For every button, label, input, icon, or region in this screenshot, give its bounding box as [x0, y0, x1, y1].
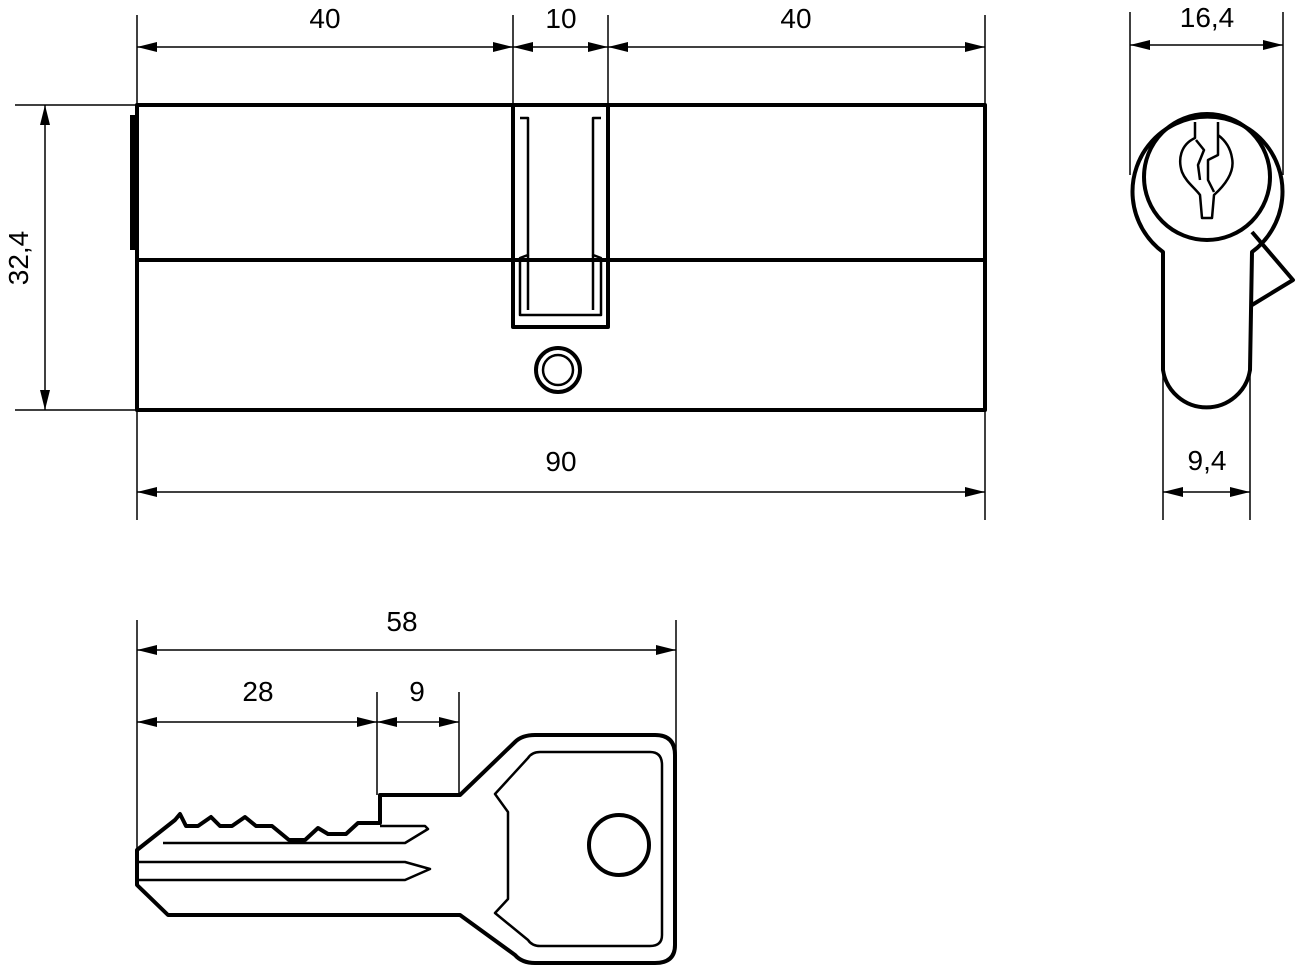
- screw-hole-outer: [534, 346, 582, 394]
- screw-hole-inner: [541, 353, 575, 387]
- end-profile: [1130, 114, 1285, 410]
- dim-shoulder: 9: [409, 676, 425, 707]
- key-groove-upper: [163, 824, 430, 845]
- cam-outer: [511, 105, 610, 329]
- keyway-icon: [1178, 122, 1234, 220]
- cylinder-end-plate: [130, 115, 137, 250]
- dim-total-length: 90: [545, 446, 576, 477]
- dim-height: 32,4: [3, 231, 34, 286]
- cam-tip: [1250, 230, 1295, 307]
- key-drawing: [135, 733, 677, 965]
- dim-left-length: 40: [309, 3, 340, 34]
- cylinder-end-view: [1130, 112, 1295, 410]
- cam-inner: [518, 116, 603, 317]
- dimensions: 40 10 40 32,4 90 16,4 9,4 58 28 9: [3, 2, 1284, 850]
- key-hole: [587, 813, 651, 877]
- dim-key-length: 58: [386, 606, 417, 637]
- dim-blade-length: 28: [242, 676, 273, 707]
- key-outline: [135, 733, 677, 965]
- cylinder-body: [135, 103, 987, 412]
- dim-right-length: 40: [780, 3, 811, 34]
- key-groove-lower: [137, 860, 432, 882]
- plug-circle: [1142, 112, 1272, 242]
- dim-body-width: 9,4: [1188, 445, 1227, 476]
- cylinder-side-view: [130, 103, 987, 412]
- dim-end-width: 16,4: [1180, 2, 1235, 33]
- dim-cam-width: 10: [545, 3, 576, 34]
- key-bow-inner: [493, 750, 664, 948]
